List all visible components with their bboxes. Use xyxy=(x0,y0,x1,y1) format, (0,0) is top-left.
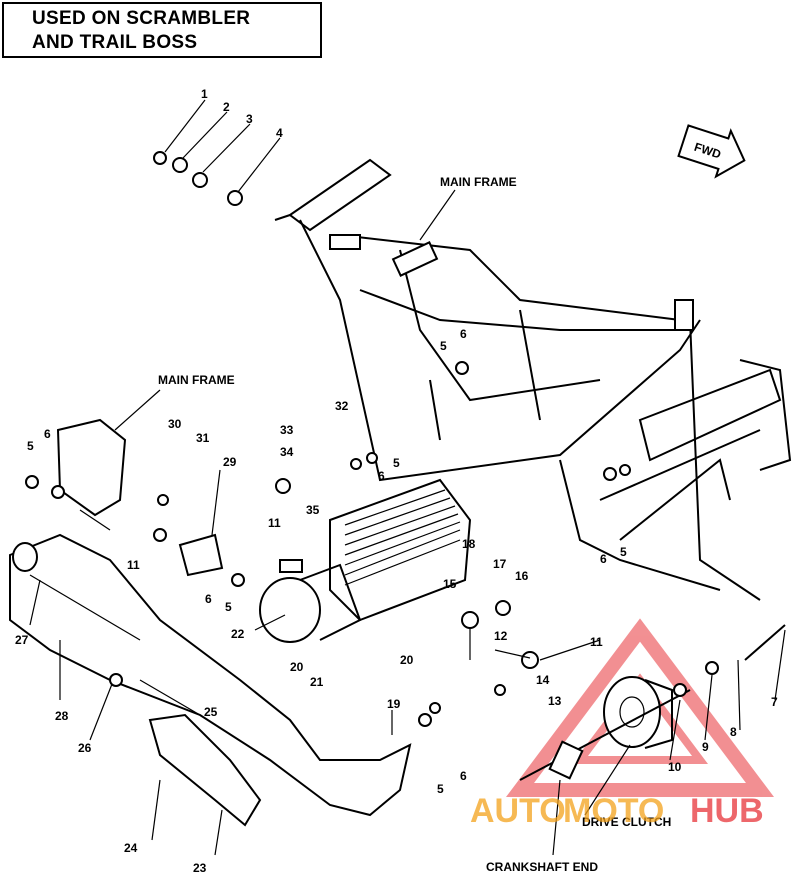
callout-numbers: 1 2 3 4 5 6 5 6 33 32 34 6 5 31 30 29 35… xyxy=(15,87,778,874)
callout-6: 6 xyxy=(378,469,385,483)
callout-12: 12 xyxy=(494,629,508,643)
callout-6: 6 xyxy=(205,592,212,606)
watermark-triangle xyxy=(506,618,774,797)
engine-assembly xyxy=(259,478,472,643)
hardware-rings xyxy=(25,151,719,727)
callout-2: 2 xyxy=(223,100,230,114)
callout-30: 30 xyxy=(168,417,182,431)
label-main-frame-top: MAIN FRAME xyxy=(440,175,517,189)
callout-6: 6 xyxy=(44,427,51,441)
title-line-1: USED ON SCRAMBLER xyxy=(32,8,251,29)
callout-5: 5 xyxy=(437,782,444,796)
label-drive-clutch: DRIVE CLUTCH xyxy=(582,815,671,829)
callout-15: 15 xyxy=(443,577,457,591)
muffler-assembly xyxy=(9,533,412,817)
callout-9: 9 xyxy=(702,740,709,754)
callout-14: 14 xyxy=(536,673,550,687)
bolt-7 xyxy=(744,624,786,661)
heat-shield-23 xyxy=(148,713,262,827)
callout-10: 10 xyxy=(668,760,682,774)
watermark-hub: HUB xyxy=(690,792,764,830)
callout-22: 22 xyxy=(231,627,245,641)
callout-18: 18 xyxy=(462,537,476,551)
watermark-auto: AUTO xyxy=(470,792,566,830)
callout-11: 11 xyxy=(268,516,281,530)
callout-25: 25 xyxy=(204,705,218,719)
callout-21: 21 xyxy=(310,675,324,689)
watermark-text: AUTO MOTO HUB xyxy=(470,792,764,830)
callout-26: 26 xyxy=(78,741,92,755)
callout-33: 33 xyxy=(280,423,294,437)
callout-23: 23 xyxy=(193,861,207,874)
callout-5: 5 xyxy=(27,439,34,453)
callout-27: 27 xyxy=(15,633,29,647)
callout-6: 6 xyxy=(460,327,467,341)
label-crankshaft-end: CRANKSHAFT END xyxy=(486,860,598,874)
crankshaft-end-part xyxy=(548,740,584,780)
callout-20: 20 xyxy=(290,660,304,674)
callout-31: 31 xyxy=(196,431,210,445)
callout-6: 6 xyxy=(600,552,607,566)
mount-bracket-left xyxy=(56,418,127,531)
callout-13: 13 xyxy=(548,694,562,708)
fwd-arrow: FWD xyxy=(677,124,746,179)
callout-32: 32 xyxy=(335,399,349,413)
title-box: USED ON SCRAMBLER AND TRAIL BOSS xyxy=(2,2,322,58)
bracket-29 xyxy=(178,533,224,577)
callout-16: 16 xyxy=(515,569,529,583)
callout-20: 20 xyxy=(400,653,414,667)
callout-19: 19 xyxy=(387,697,401,711)
callout-29: 29 xyxy=(223,455,237,469)
callout-8: 8 xyxy=(730,725,737,739)
leader-lines xyxy=(29,99,786,856)
callout-4: 4 xyxy=(276,126,283,140)
callout-6: 6 xyxy=(460,769,467,783)
callout-24: 24 xyxy=(124,841,138,855)
label-main-frame-left: MAIN FRAME xyxy=(158,373,235,387)
callout-35: 35 xyxy=(306,503,320,517)
callout-11: 11 xyxy=(590,635,603,649)
callout-5: 5 xyxy=(225,600,232,614)
callout-5: 5 xyxy=(393,456,400,470)
main-frame-assembly xyxy=(274,158,792,601)
callout-17: 17 xyxy=(493,557,507,571)
callout-3: 3 xyxy=(246,112,253,126)
callout-11: 11 xyxy=(127,558,140,572)
callout-5: 5 xyxy=(440,339,447,353)
drive-clutch xyxy=(603,676,673,749)
clutch-leader xyxy=(519,689,691,781)
callout-5: 5 xyxy=(620,545,627,559)
callout-34: 34 xyxy=(280,445,294,459)
callout-1: 1 xyxy=(201,87,208,101)
callout-7: 7 xyxy=(771,695,778,709)
title-line-2: AND TRAIL BOSS xyxy=(32,32,198,53)
watermark-moto: MOTO xyxy=(563,792,664,830)
callout-28: 28 xyxy=(55,709,69,723)
